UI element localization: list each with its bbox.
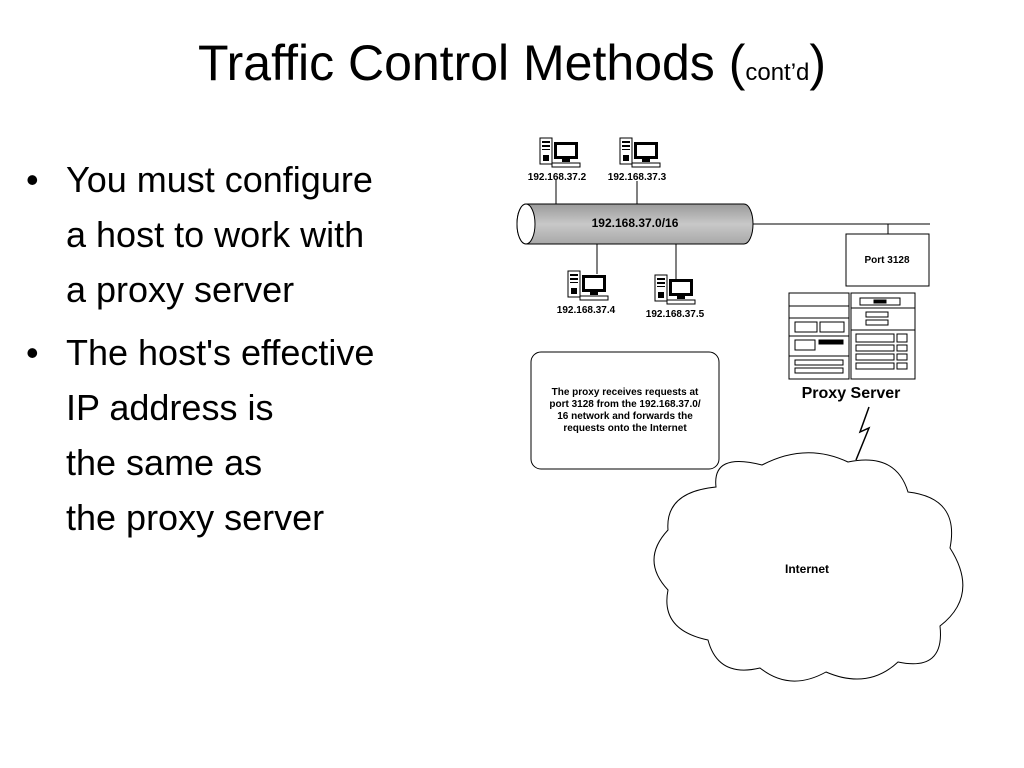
title-main: Traffic Control Methods (	[197, 35, 746, 91]
server-icon	[788, 292, 916, 380]
bullet-line: the proxy server	[66, 497, 325, 538]
host-ip-label: 192.168.37.2	[528, 172, 587, 183]
note-line: The proxy receives requests at	[552, 387, 699, 398]
note-line: 16 network and forwards the	[557, 411, 693, 422]
lightning-bolt-icon	[855, 406, 871, 461]
bullet-line: the same as	[66, 442, 263, 483]
host-computer-icon	[654, 274, 696, 305]
title-close: )	[809, 35, 827, 91]
port-box: Port 3128	[845, 233, 930, 287]
host-ip-label: 192.168.37.3	[608, 172, 667, 183]
port-label: Port 3128	[864, 255, 909, 266]
host-computer-icon	[567, 270, 609, 301]
internet-label: Internet	[785, 562, 829, 576]
bullet-item: You must configure a host to work with a…	[26, 152, 446, 317]
title-suffix: cont’d	[745, 59, 810, 86]
host-ip-label: 192.168.37.5	[646, 309, 705, 320]
proxy-server-label: Proxy Server	[802, 385, 901, 402]
host-computer-icon	[539, 137, 581, 168]
bullet-list: You must configure a host to work with a…	[26, 152, 446, 553]
host-ip-label: 192.168.37.4	[557, 305, 616, 316]
note-line: port 3128 from the 192.168.37.0/	[549, 399, 700, 410]
bullet-item: The host's effective IP address is the s…	[26, 325, 446, 545]
bullet-line: IP address is	[66, 387, 274, 428]
bullet-line: a host to work with	[66, 214, 365, 255]
bullet-line: The host's effective	[66, 332, 375, 373]
internet-cloud-icon: Internet	[653, 452, 964, 682]
network-pipe: 192.168.37.0/16	[516, 203, 754, 245]
bullet-line: You must configure	[66, 159, 373, 200]
network-label: 192.168.37.0/16	[592, 216, 679, 230]
slide-title: Traffic Control Methods (cont’d)	[0, 28, 1024, 108]
host-computer-icon	[619, 137, 661, 168]
note-line: requests onto the Internet	[563, 423, 687, 434]
note-box: The proxy receives requests at port 3128…	[530, 351, 720, 470]
bullet-line: a proxy server	[66, 269, 295, 310]
